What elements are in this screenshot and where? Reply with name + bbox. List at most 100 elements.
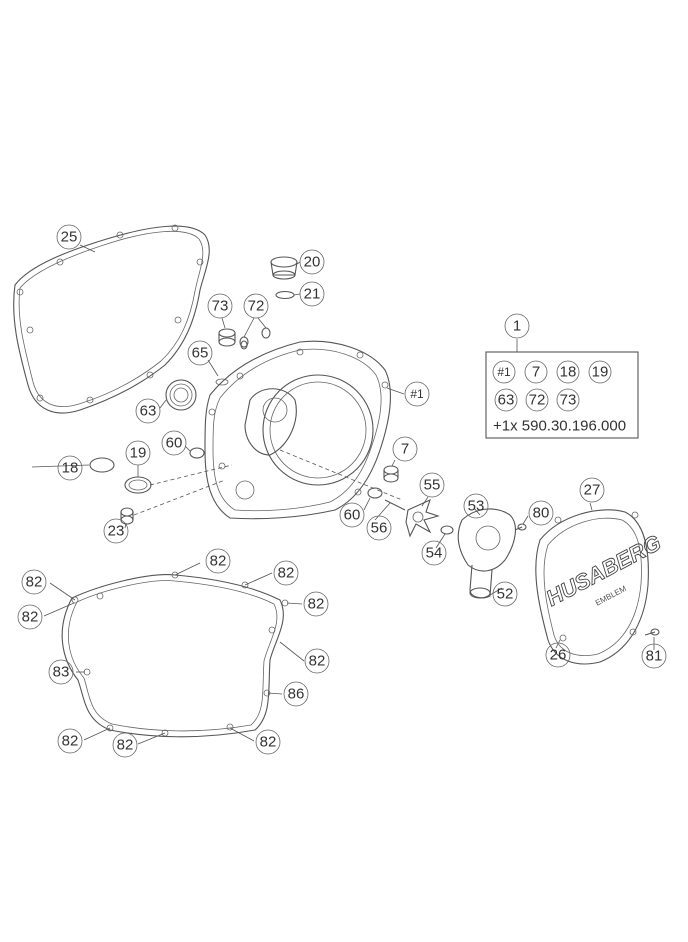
svg-text:18: 18: [62, 460, 79, 477]
svg-text:82: 82: [210, 553, 227, 570]
callout-54: 54: [421, 540, 447, 566]
kit-item-5: 63: [494, 388, 518, 412]
svg-text:65: 65: [192, 345, 209, 362]
seal-ring-19: [124, 476, 152, 494]
callout-72: 72: [243, 293, 269, 319]
svg-text:52: 52: [497, 586, 514, 603]
bushing-7: [383, 465, 399, 483]
callout-82-c: 82: [273, 560, 299, 586]
svg-text:86: 86: [288, 686, 305, 703]
svg-text:82: 82: [260, 734, 277, 751]
screw-80: [514, 523, 527, 531]
svg-text:27: 27: [584, 482, 601, 499]
kit-item-3: 18: [556, 360, 580, 384]
callouts: 1 25 20 21 73 72 65 63 #1 60 7 18 19 23 …: [17, 224, 667, 758]
callout-hash1: #1: [404, 381, 430, 407]
pin-72: [240, 327, 271, 350]
o-ring-21: [275, 290, 295, 300]
gasket-82: [61, 571, 289, 738]
assembly-guide-1: [149, 464, 233, 486]
svg-text:82: 82: [26, 574, 43, 591]
svg-text:#1: #1: [497, 365, 511, 379]
callout-65: 65: [187, 340, 213, 366]
svg-text:21: 21: [304, 286, 321, 303]
o-ring-65: [215, 378, 229, 386]
kit-item-4: 19: [588, 360, 612, 384]
svg-text:26: 26: [550, 647, 567, 664]
screw-81: [644, 628, 660, 636]
svg-text:1: 1: [513, 318, 521, 335]
gasket-25: [13, 224, 210, 414]
assembly-guide-2: [133, 479, 226, 516]
callout-60-right: 60: [339, 502, 365, 528]
kit-item-6: 72: [525, 388, 549, 412]
water-pump-cover-53: [457, 508, 516, 572]
callout-25: 25: [56, 224, 82, 250]
svg-text:80: 80: [533, 505, 550, 522]
kit-item-7: 73: [556, 388, 580, 412]
svg-text:7: 7: [401, 441, 409, 458]
svg-text:73: 73: [212, 298, 229, 315]
svg-text:23: 23: [108, 523, 125, 540]
repair-kit-box: #1 7 18 19 63 72 73 +1x 590.30.196.000: [485, 339, 639, 439]
callout-82-e: 82: [17, 604, 43, 630]
svg-text:81: 81: [646, 648, 663, 665]
callout-20: 20: [299, 249, 325, 275]
svg-text:7: 7: [532, 364, 540, 381]
callout-73: 73: [207, 293, 233, 319]
callout-56: 56: [366, 515, 392, 541]
seal-60-right: [367, 487, 383, 499]
svg-text:63: 63: [498, 392, 515, 409]
callout-82-h: 82: [112, 732, 138, 758]
svg-text:56: 56: [371, 520, 388, 537]
svg-text:82: 82: [62, 733, 79, 750]
leader-lines: [31, 244, 655, 745]
callout-1: 1: [504, 313, 530, 339]
svg-text:72: 72: [529, 392, 546, 409]
callout-52: 52: [492, 581, 518, 607]
shaft-56: [384, 499, 406, 511]
ignition-cover-27: HUSABERG EMBLEM: [535, 509, 665, 665]
callout-27: 27: [579, 477, 605, 503]
bushing-73: [218, 328, 249, 348]
svg-text:54: 54: [426, 545, 443, 562]
svg-text:73: 73: [560, 392, 577, 409]
svg-text:18: 18: [560, 364, 577, 381]
svg-text:25: 25: [61, 229, 78, 246]
callout-26: 26: [545, 642, 571, 668]
svg-text:20: 20: [304, 254, 321, 271]
callout-82-b: 82: [205, 548, 231, 574]
callout-82-i: 82: [255, 729, 281, 755]
washer-54: [440, 525, 454, 535]
callout-55: 55: [419, 472, 445, 498]
o-ring-18: [89, 457, 115, 473]
callout-86: 86: [283, 681, 309, 707]
svg-text:19: 19: [592, 364, 609, 381]
cover-sub-text: EMBLEM: [594, 584, 628, 608]
svg-text:60: 60: [166, 435, 183, 452]
callout-21: 21: [299, 281, 325, 307]
callout-82-f: 82: [304, 648, 330, 674]
svg-text:72: 72: [248, 298, 265, 315]
svg-text:60: 60: [344, 507, 361, 524]
callout-60-left: 60: [161, 430, 187, 456]
svg-text:19: 19: [130, 445, 147, 462]
callout-63: 63: [135, 398, 161, 424]
svg-text:82: 82: [117, 737, 134, 754]
callout-82-a: 82: [21, 569, 47, 595]
callout-7: 7: [392, 436, 418, 462]
svg-text:53: 53: [468, 498, 485, 515]
callout-82-d: 82: [303, 591, 329, 617]
bearing-63: [165, 379, 197, 411]
svg-text:83: 83: [53, 664, 70, 681]
kit-item-2: 7: [524, 360, 548, 384]
callout-82-g: 82: [57, 728, 83, 754]
callout-19: 19: [125, 440, 151, 466]
kit-item-1: #1: [492, 360, 516, 384]
clutch-cover: [204, 340, 391, 520]
callout-83: 83: [48, 659, 74, 685]
svg-text:55: 55: [424, 477, 441, 494]
svg-text:82: 82: [22, 609, 39, 626]
callout-23: 23: [103, 518, 129, 544]
